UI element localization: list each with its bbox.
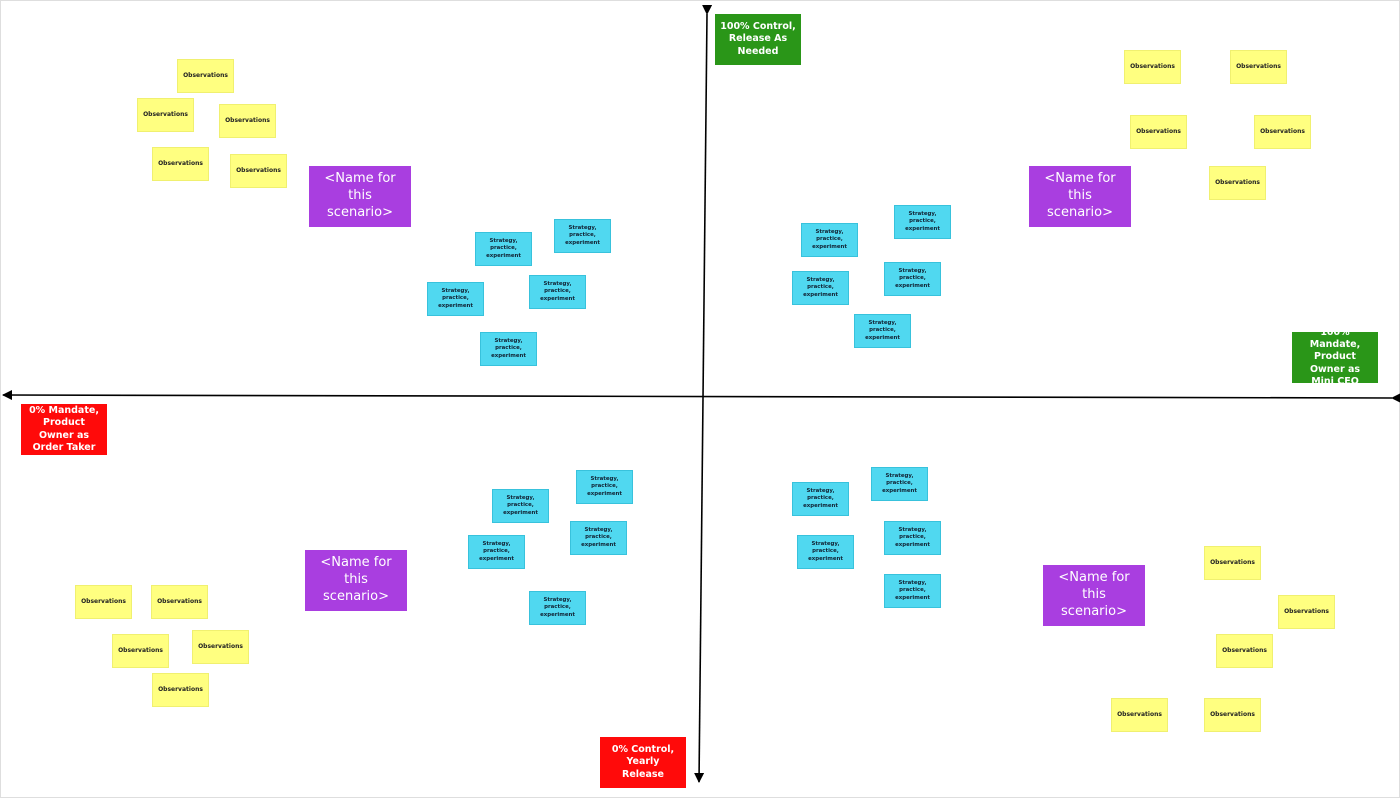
- strategy-note[interactable]: Strategy, practice, experiment: [884, 262, 941, 296]
- observation-note[interactable]: Observations: [1209, 166, 1266, 200]
- strategy-note[interactable]: Strategy, practice, experiment: [468, 535, 525, 569]
- strategy-note[interactable]: Strategy, practice, experiment: [854, 314, 911, 348]
- horizontal-axis: [2, 390, 1400, 404]
- strategy-note[interactable]: Strategy, practice, experiment: [570, 521, 627, 555]
- strategy-note[interactable]: Strategy, practice, experiment: [884, 521, 941, 555]
- strategy-note[interactable]: Strategy, practice, experiment: [576, 470, 633, 504]
- observation-note[interactable]: Observations: [151, 585, 208, 619]
- vertical-axis: [694, 4, 713, 783]
- pole-label-left[interactable]: 0% Mandate, Product Owner as Order Taker: [21, 404, 107, 455]
- scenario-top-right[interactable]: <Name for this scenario>: [1029, 166, 1131, 227]
- observation-note[interactable]: Observations: [1216, 634, 1273, 668]
- observation-note[interactable]: Observations: [1254, 115, 1311, 149]
- strategy-note[interactable]: Strategy, practice, experiment: [884, 574, 941, 608]
- observation-note[interactable]: Observations: [112, 634, 169, 668]
- observation-note[interactable]: Observations: [1204, 546, 1261, 580]
- scenario-bottom-right[interactable]: <Name for this scenario>: [1043, 565, 1145, 626]
- observation-note[interactable]: Observations: [192, 630, 249, 664]
- pole-label-top[interactable]: 100% Control, Release As Needed: [715, 14, 801, 65]
- observation-note[interactable]: Observations: [1278, 595, 1335, 629]
- strategy-note[interactable]: Strategy, practice, experiment: [480, 332, 537, 366]
- strategy-note[interactable]: Strategy, practice, experiment: [492, 489, 549, 523]
- observation-note[interactable]: Observations: [219, 104, 276, 138]
- strategy-note[interactable]: Strategy, practice, experiment: [554, 219, 611, 253]
- pole-label-bottom[interactable]: 0% Control, Yearly Release: [600, 737, 686, 788]
- observation-note[interactable]: Observations: [230, 154, 287, 188]
- strategy-note[interactable]: Strategy, practice, experiment: [871, 467, 928, 501]
- scenario-top-left[interactable]: <Name for this scenario>: [309, 166, 411, 227]
- observation-note[interactable]: Observations: [1204, 698, 1261, 732]
- observation-note[interactable]: Observations: [1130, 115, 1187, 149]
- observation-note[interactable]: Observations: [1230, 50, 1287, 84]
- strategy-note[interactable]: Strategy, practice, experiment: [792, 482, 849, 516]
- observation-note[interactable]: Observations: [177, 59, 234, 93]
- strategy-note[interactable]: Strategy, practice, experiment: [894, 205, 951, 239]
- pole-label-right[interactable]: 100% Mandate, Product Owner as Mini CEO: [1292, 327, 1378, 387]
- strategy-note[interactable]: Strategy, practice, experiment: [529, 591, 586, 625]
- observation-note[interactable]: Observations: [1111, 698, 1168, 732]
- strategy-note[interactable]: Strategy, practice, experiment: [801, 223, 858, 257]
- scenario-bottom-left[interactable]: <Name for this scenario>: [305, 550, 407, 611]
- strategy-note[interactable]: Strategy, practice, experiment: [529, 275, 586, 309]
- observation-note[interactable]: Observations: [75, 585, 132, 619]
- strategy-note[interactable]: Strategy, practice, experiment: [427, 282, 484, 316]
- strategy-note[interactable]: Strategy, practice, experiment: [792, 271, 849, 305]
- strategy-note[interactable]: Strategy, practice, experiment: [797, 535, 854, 569]
- observation-note[interactable]: Observations: [152, 147, 209, 181]
- observation-note[interactable]: Observations: [137, 98, 194, 132]
- observation-note[interactable]: Observations: [152, 673, 209, 707]
- observation-note[interactable]: Observations: [1124, 50, 1181, 84]
- strategy-note[interactable]: Strategy, practice, experiment: [475, 232, 532, 266]
